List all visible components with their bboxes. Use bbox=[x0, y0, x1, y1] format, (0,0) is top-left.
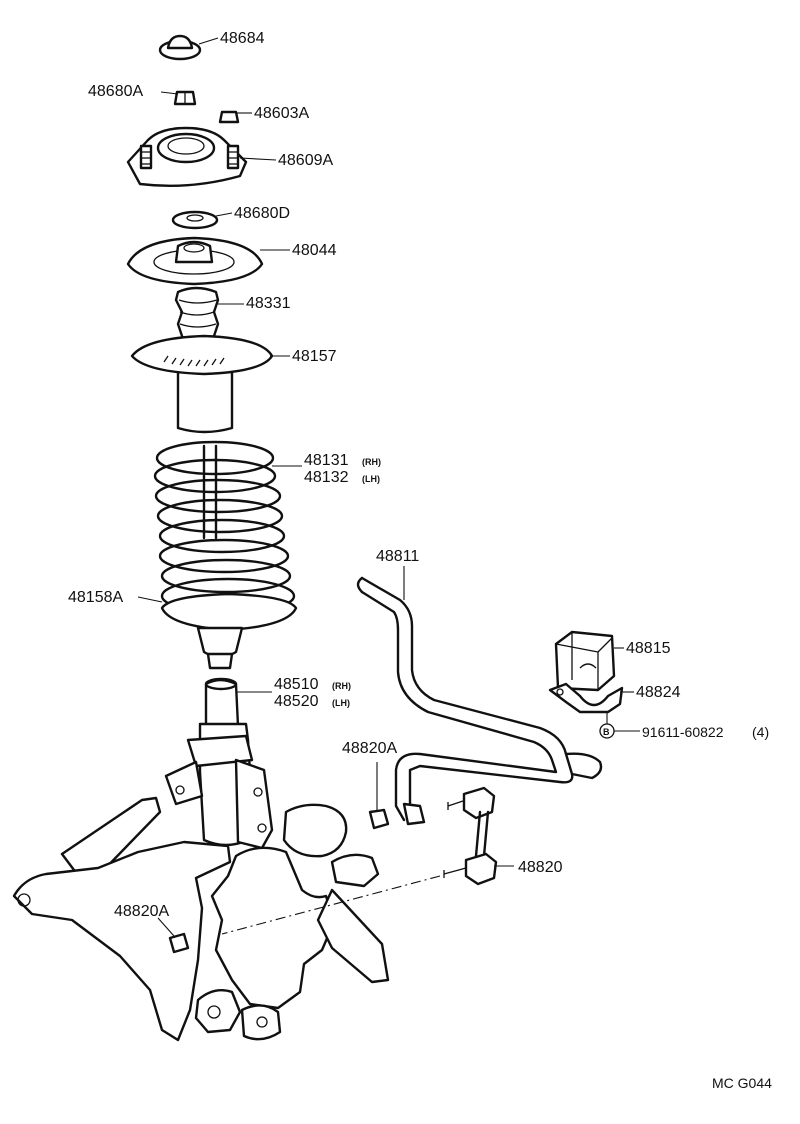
part-48044-upper-spring-seat bbox=[126, 236, 264, 286]
part-48680D-washer bbox=[171, 210, 219, 230]
label-48331: 48331 bbox=[246, 295, 291, 312]
label-48158A: 48158A bbox=[68, 589, 123, 606]
part-48680A-nut bbox=[173, 90, 197, 106]
part-48811-stabilizer-bar bbox=[356, 576, 603, 826]
part-48158A-lower-insulator bbox=[160, 592, 298, 670]
label-48157: 48157 bbox=[292, 348, 337, 365]
label-48044: 48044 bbox=[292, 242, 337, 259]
label-48684: 48684 bbox=[220, 30, 265, 47]
assembly-line bbox=[221, 875, 441, 935]
label-48131: 48131 bbox=[304, 452, 349, 469]
steering-knuckle bbox=[194, 803, 348, 1041]
bolt-marker-letter: B bbox=[603, 727, 610, 737]
bolt-marker: B bbox=[599, 723, 615, 739]
label-48680D: 48680D bbox=[234, 205, 290, 222]
drawing-code: MC G044 bbox=[712, 1075, 772, 1091]
label-48510-side: (RH) bbox=[332, 681, 351, 691]
part-48131-coil-spring bbox=[153, 440, 296, 615]
label-48520: 48520 bbox=[274, 693, 319, 710]
label-48815: 48815 bbox=[626, 640, 671, 657]
label-48820A-top: 48820A bbox=[342, 740, 397, 757]
label-91611-60822: 91611-60822 bbox=[642, 724, 724, 740]
part-48510-shock-absorber bbox=[164, 677, 274, 850]
label-48132-side: (LH) bbox=[362, 474, 380, 484]
part-48157-spring-insulator bbox=[130, 334, 274, 434]
label-48132: 48132 bbox=[304, 469, 349, 486]
part-48820A-nut-top bbox=[368, 808, 390, 830]
suspension-crossmember bbox=[12, 796, 390, 1042]
label-bolt-quantity: (4) bbox=[752, 724, 769, 740]
part-48824-bracket bbox=[548, 682, 624, 714]
part-48603A-nut bbox=[218, 110, 240, 124]
label-48510: 48510 bbox=[274, 676, 319, 693]
label-48520-side: (LH) bbox=[332, 698, 350, 708]
label-48811: 48811 bbox=[376, 548, 419, 565]
part-48820-stabilizer-link bbox=[443, 786, 498, 886]
label-48609A: 48609A bbox=[278, 152, 333, 169]
part-48820A-nut-bottom bbox=[168, 932, 190, 954]
label-48820: 48820 bbox=[518, 859, 563, 876]
part-48815-bushing bbox=[554, 630, 616, 692]
leader-lines bbox=[137, 37, 640, 937]
label-48603A: 48603A bbox=[254, 105, 309, 122]
part-48684-dust-cover bbox=[158, 34, 202, 61]
label-48680A: 48680A bbox=[88, 83, 143, 100]
label-48824: 48824 bbox=[636, 684, 681, 701]
part-48609A-upper-support bbox=[126, 126, 248, 187]
label-48131-side: (RH) bbox=[362, 457, 381, 467]
label-48820A-bottom: 48820A bbox=[114, 903, 169, 920]
